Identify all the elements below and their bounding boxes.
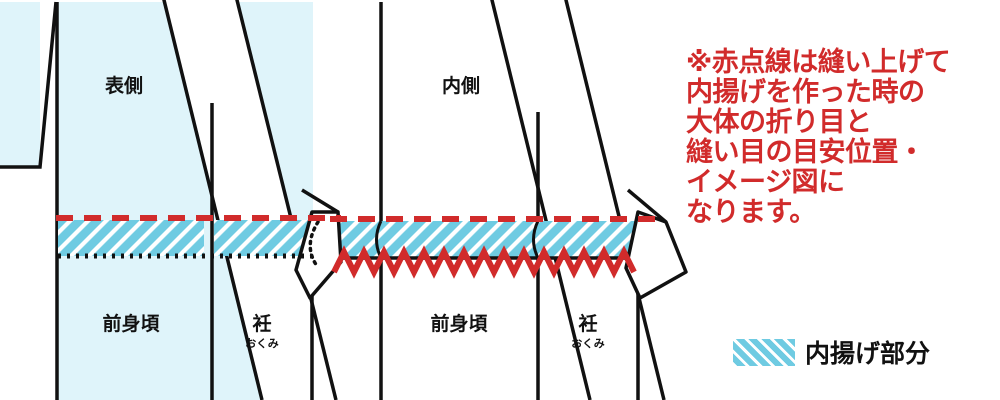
left-collar-outer-line [235,0,338,400]
note-line-3: 大体の折り目と [686,107,872,138]
tube-fold-arc-right [532,220,540,259]
right-flap-top-edge [626,188,668,224]
label-okumi-left: 衽 [251,312,271,335]
uchiage-band-right-tube [332,221,650,258]
note-line-6: なります。 [686,197,816,228]
left-sleeve-fill [0,2,40,168]
right-collar-inner-line [490,0,592,400]
left-flap-top-edge [301,188,339,214]
left-sleeve-outline [0,1,58,169]
red-fold-line-group [56,215,664,222]
note-line-4: 縫い目の目安位置・ [686,137,925,168]
left-garment-group [0,0,338,400]
red-zigzag-stitch-line [331,245,637,279]
legend-label: 内揚げ部分 [805,339,931,368]
uchiage-band-group [58,219,663,260]
label-front-body-left: 前身頃 [102,312,160,335]
uchiage-band-left-front-body [58,220,204,256]
note-line-2: 内揚げを作った時の [686,77,925,108]
left-collar-white-wedge [163,0,336,400]
left-flap-dotted-arc [308,220,320,268]
hatched-swatch-icon [733,338,795,366]
label-front-body-right: 前身頃 [430,312,488,335]
label-inner-side: 内側 [442,74,480,97]
right-collar-outer-line [564,0,666,400]
red-annotation-note: ※赤点線は縫い上げて 内揚げを作った時の 大体の折り目と 縫い目の目安位置・ イ… [686,48,986,228]
folded-flap-group [294,188,688,300]
legend: 内揚げ部分 [733,334,930,370]
note-line-1: ※赤点線は縫い上げて [686,47,951,78]
label-okumi-right: 衽 [577,312,597,335]
right-body-fill [381,2,662,400]
right-folded-flap [624,210,688,300]
label-okumi-right-ruby: おくみ [571,337,604,350]
label-outer-side: 表側 [105,74,143,97]
uchiage-band-left-okumi [214,220,312,256]
note-line-5: イメージ図に [686,167,845,198]
label-okumi-left-ruby: おくみ [245,337,278,350]
right-garment-group [379,0,666,400]
left-folded-flap [294,210,343,300]
